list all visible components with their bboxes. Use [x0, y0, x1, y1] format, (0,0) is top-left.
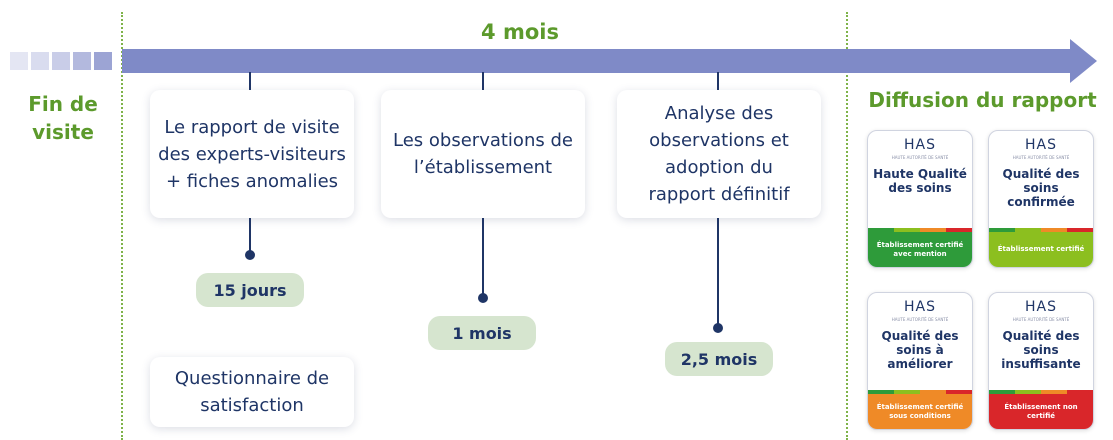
badge-stripe: [868, 228, 972, 232]
badge-title: Qualité des soins insuffisante: [1001, 329, 1081, 371]
step-3-top-connector: [717, 72, 719, 90]
step-1-card: Le rapport de visite des experts-visiteu…: [150, 90, 354, 218]
has-logo: HAS: [1025, 137, 1057, 153]
has-logo-subtitle: HAUTE AUTORITÉ DE SANTÉ: [891, 317, 949, 322]
has-logo: HAS: [904, 137, 936, 153]
arrow-tail-square: [31, 52, 49, 70]
step-2-text: Les observations de l’établissement: [393, 130, 573, 178]
start-label: Fin de visite: [28, 92, 98, 144]
step-2-duration: 1 mois: [428, 316, 536, 350]
badge-haute-qualite: HAS HAUTE AUTORITÉ DE SANTÉ Haute Qualit…: [867, 130, 973, 268]
step-3-text: Analyse des observations et adoption du …: [648, 103, 790, 205]
badge-qualite-confirmee: HAS HAUTE AUTORITÉ DE SANTÉ Qualité des …: [988, 130, 1094, 268]
step-2-card: Les observations de l’établissement: [381, 90, 585, 218]
timeline-arrow-head: [1070, 39, 1097, 83]
has-logo-subtitle: HAUTE AUTORITÉ DE SANTÉ: [1012, 317, 1070, 322]
arrow-tail-square: [94, 52, 112, 70]
badge-footer: Établissement certifié: [989, 232, 1093, 267]
step-3-duration: 2,5 mois: [665, 342, 773, 376]
badge-qualite-insuffisante: HAS HAUTE AUTORITÉ DE SANTÉ Qualité des …: [988, 292, 1094, 430]
end-label: Diffusion du rapport: [868, 88, 1097, 112]
satisfaction-text: Questionnaire de satisfaction: [174, 368, 330, 416]
badge-stripe: [868, 390, 972, 394]
badge-stripe: [989, 390, 1093, 394]
badge-stripe: [989, 228, 1093, 232]
arrow-tail-square: [10, 52, 28, 70]
step-3-bottom-connector: [717, 218, 719, 326]
badge-footer: Établissement certifié avec mention: [868, 232, 972, 267]
period-label: 4 mois: [481, 20, 559, 44]
step-1-text: Le rapport de visite des experts-visiteu…: [158, 116, 346, 192]
step-1-duration: 15 jours: [196, 273, 304, 307]
badge-qualite-a-ameliorer: HAS HAUTE AUTORITÉ DE SANTÉ Qualité des …: [867, 292, 973, 430]
step-3-dot: [713, 323, 723, 333]
step-2-bottom-connector: [482, 218, 484, 296]
badge-footer: Établissement certifié sous conditions: [868, 394, 972, 429]
step-1-bottom-connector: [249, 218, 251, 254]
badge-title: Qualité des soins à améliorer: [881, 329, 959, 371]
start-separator: [121, 12, 123, 440]
badge-title: Haute Qualité des soins: [873, 167, 967, 195]
has-logo-subtitle: HAUTE AUTORITÉ DE SANTÉ: [891, 155, 949, 160]
step-3-card: Analyse des observations et adoption du …: [617, 90, 821, 218]
has-logo-subtitle: HAUTE AUTORITÉ DE SANTÉ: [1012, 155, 1070, 160]
badge-title: Qualité des soins confirmée: [1002, 167, 1080, 209]
badge-footer: Établissement non certifié: [989, 394, 1093, 429]
step-1-dot: [245, 250, 255, 260]
arrow-tail-square: [52, 52, 70, 70]
has-logo: HAS: [904, 299, 936, 315]
end-separator: [846, 12, 848, 440]
step-2-dot: [478, 293, 488, 303]
step-2-top-connector: [482, 72, 484, 90]
has-logo: HAS: [1025, 299, 1057, 315]
timeline-arrow: [122, 49, 1072, 73]
satisfaction-card: Questionnaire de satisfaction: [150, 357, 354, 427]
arrow-tail-square: [73, 52, 91, 70]
step-1-top-connector: [249, 72, 251, 90]
